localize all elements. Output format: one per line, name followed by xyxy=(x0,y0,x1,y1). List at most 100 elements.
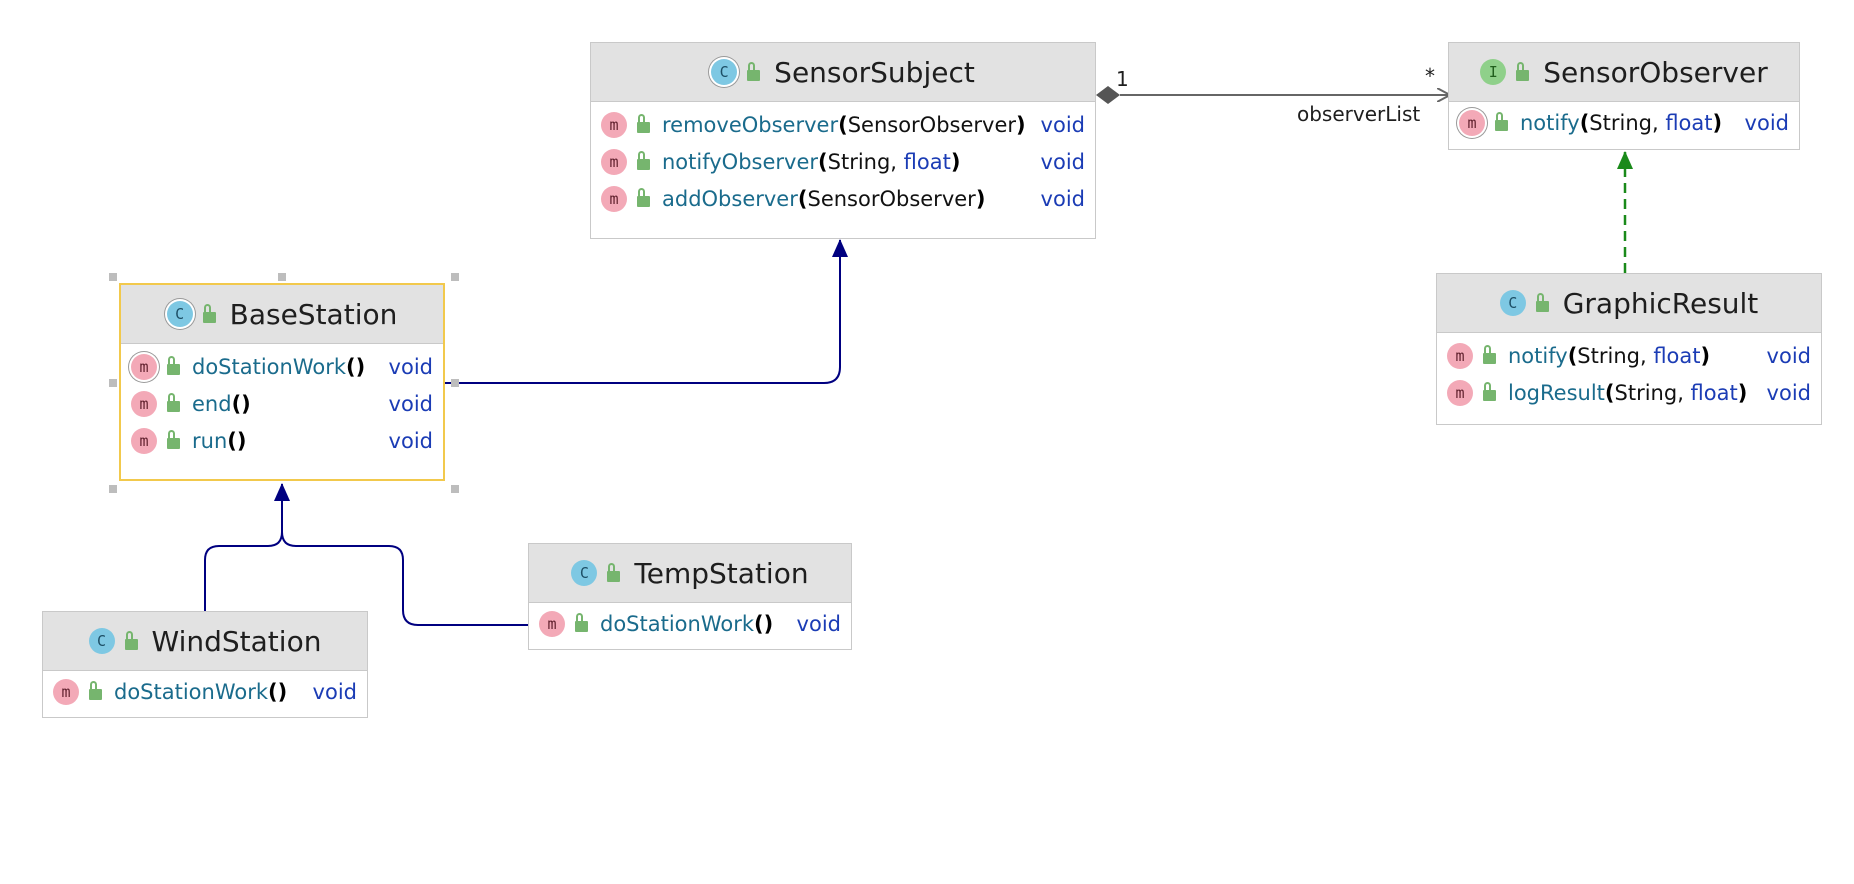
public-visibility-icon xyxy=(637,151,650,170)
interface-sensorobserver[interactable]: I SensorObserver m notify(String, float)… xyxy=(1448,42,1800,150)
public-visibility-icon xyxy=(637,188,650,207)
return-type: void xyxy=(1766,380,1811,405)
resize-handle-bottom-left[interactable] xyxy=(109,485,117,493)
method-param-type: float xyxy=(1653,343,1701,368)
method-param-type: float xyxy=(903,149,951,174)
public-visibility-icon xyxy=(202,303,216,323)
return-type: void xyxy=(1040,112,1085,137)
composition-diamond xyxy=(1096,86,1120,104)
class-name: SensorObserver xyxy=(1543,55,1768,89)
method-icon: m xyxy=(1447,379,1473,406)
role-label: observerList xyxy=(1297,102,1421,126)
method-params: String, xyxy=(1589,110,1666,135)
method-row[interactable]: m run() void xyxy=(121,422,443,459)
method-row[interactable]: m notifyObserver(String, float) void xyxy=(591,143,1095,180)
resize-handle-top-right[interactable] xyxy=(451,273,459,281)
method-icon: m xyxy=(601,185,627,212)
return-type: void xyxy=(1040,149,1085,174)
public-visibility-icon xyxy=(167,356,180,375)
inheritance-edge-basestation-sensorsubject[interactable] xyxy=(375,239,848,384)
public-visibility-icon xyxy=(1495,112,1508,131)
method-icon: m xyxy=(131,390,157,417)
resize-handle-top[interactable] xyxy=(278,273,286,281)
public-visibility-icon xyxy=(167,393,180,412)
return-type: void xyxy=(1766,343,1811,368)
class-header: I SensorObserver xyxy=(1449,43,1799,102)
method-icon: m xyxy=(131,427,157,454)
abstract-class-icon: C xyxy=(166,301,193,327)
return-type: void xyxy=(1040,186,1085,211)
public-visibility-icon xyxy=(747,61,761,81)
method-params: SensorObserver xyxy=(847,112,1017,137)
method-row[interactable]: m notify(String, float) void xyxy=(1449,104,1799,141)
class-icon: C xyxy=(88,628,115,654)
class-icon: C xyxy=(1499,290,1526,316)
method-row[interactable]: m notify(String, float) void xyxy=(1437,337,1821,374)
method-name: doStationWork xyxy=(600,611,755,636)
class-name: WindStation xyxy=(151,624,322,658)
inheritance-edge-tempstation-basestation[interactable] xyxy=(281,531,528,626)
resize-handle-right[interactable] xyxy=(451,379,459,387)
class-name: GraphicResult xyxy=(1562,286,1759,320)
class-icon: C xyxy=(571,560,598,586)
return-type: void xyxy=(312,679,357,704)
method-row[interactable]: m doStationWork() void xyxy=(529,605,851,642)
method-param-type: float xyxy=(1665,110,1713,135)
class-tempstation[interactable]: C TempStation m doStationWork() void xyxy=(528,543,852,650)
public-visibility-icon xyxy=(607,562,621,582)
resize-handle-bottom-right[interactable] xyxy=(451,485,459,493)
method-row[interactable]: m end() void xyxy=(121,385,443,422)
return-type: void xyxy=(1744,110,1789,135)
method-name: doStationWork xyxy=(192,354,347,379)
class-name: SensorSubject xyxy=(774,55,975,89)
class-basestation[interactable]: C BaseStation m doStationWork() void m e… xyxy=(119,283,445,481)
method-name: removeObserver xyxy=(662,112,839,137)
method-params: String, xyxy=(1614,380,1691,405)
public-visibility-icon xyxy=(1483,382,1496,401)
return-type: void xyxy=(388,391,433,416)
method-params: String, xyxy=(1577,343,1654,368)
method-row[interactable]: m removeObserver(SensorObserver) void xyxy=(591,106,1095,143)
method-params: SensorObserver xyxy=(807,186,976,211)
method-name: end xyxy=(192,391,232,416)
public-visibility-icon xyxy=(167,430,180,449)
public-visibility-icon xyxy=(124,630,138,650)
interface-icon: I xyxy=(1480,59,1507,85)
class-header: C WindStation xyxy=(43,612,367,671)
return-type: void xyxy=(388,354,433,379)
class-sensorsubject[interactable]: C SensorSubject m removeObserver(SensorO… xyxy=(590,42,1096,239)
class-name: TempStation xyxy=(634,556,809,590)
class-header: C TempStation xyxy=(529,544,851,603)
method-icon: m xyxy=(53,678,79,705)
return-type: void xyxy=(796,611,841,636)
class-header: C BaseStation xyxy=(121,285,443,344)
public-visibility-icon xyxy=(89,681,102,700)
method-icon: m xyxy=(601,148,627,175)
public-visibility-icon xyxy=(637,114,650,133)
class-graphicresult[interactable]: C GraphicResult m notify(String, float) … xyxy=(1436,273,1822,425)
method-name: notifyObserver xyxy=(662,149,819,174)
method-row[interactable]: m doStationWork() void xyxy=(43,673,367,710)
method-row[interactable]: m addObserver(SensorObserver) void xyxy=(591,180,1095,217)
public-visibility-icon xyxy=(575,613,588,632)
abstract-class-icon: C xyxy=(711,59,738,85)
inheritance-edge-windstation-basestation[interactable] xyxy=(204,483,290,613)
class-windstation[interactable]: C WindStation m doStationWork() void xyxy=(42,611,368,718)
class-header: C GraphicResult xyxy=(1437,274,1821,333)
method-name: doStationWork xyxy=(114,679,269,704)
class-header: C SensorSubject xyxy=(591,43,1095,102)
method-params: String, xyxy=(827,149,904,174)
resize-handle-top-left[interactable] xyxy=(109,273,117,281)
method-row[interactable]: m doStationWork() void xyxy=(121,348,443,385)
method-param-type: float xyxy=(1690,380,1738,405)
method-name: notify xyxy=(1520,110,1580,135)
method-row[interactable]: m logResult(String, float) void xyxy=(1437,374,1821,411)
abstract-method-icon: m xyxy=(131,353,157,380)
method-name: addObserver xyxy=(662,186,798,211)
class-name: BaseStation xyxy=(229,297,398,331)
public-visibility-icon xyxy=(1535,292,1549,312)
return-type: void xyxy=(388,428,433,453)
resize-handle-left[interactable] xyxy=(109,379,117,387)
